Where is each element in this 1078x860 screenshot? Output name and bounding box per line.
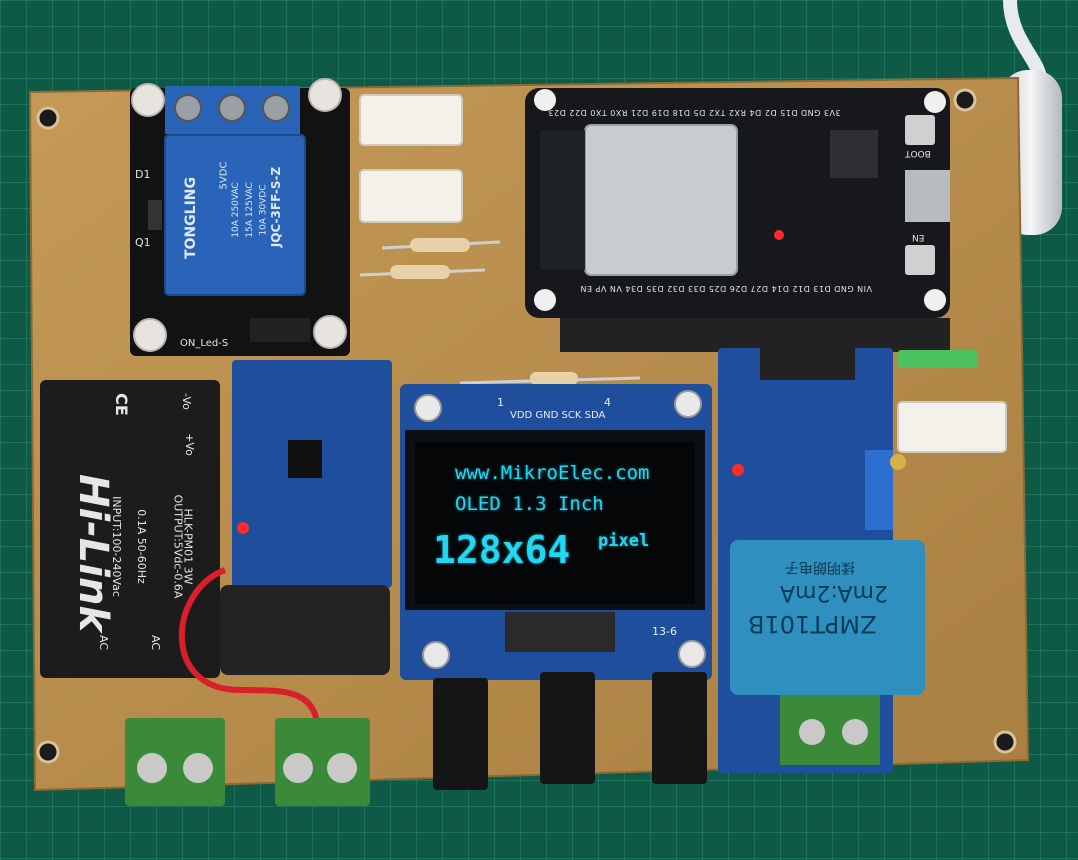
psu-vo-minus: -Vo bbox=[179, 393, 193, 410]
psu-ce-mark: CE bbox=[111, 393, 131, 416]
relay-led-label: ON_Led-S bbox=[180, 338, 229, 349]
relay-module bbox=[130, 78, 350, 356]
oled-url-text: www.MikroElec.com bbox=[455, 462, 650, 484]
voltage-sensor-module bbox=[718, 348, 925, 773]
relay-rating-1: 10A 250VAC bbox=[230, 182, 241, 238]
oled-pin-header-label: VDD GND SCK SDA bbox=[510, 410, 606, 421]
mounting-holes bbox=[36, 88, 1017, 764]
jst-connectors bbox=[359, 94, 1007, 453]
relay-q1-label: Q1 bbox=[135, 236, 151, 249]
audio-jacks bbox=[433, 672, 707, 790]
hi-link-psu bbox=[40, 380, 220, 678]
transformer-ratio: 2mA:2mA bbox=[780, 580, 888, 605]
oled-corner-code: 13-6 bbox=[652, 625, 677, 638]
green-header-pins bbox=[898, 350, 978, 368]
esp32-top-pin-labels: 3V3 GND D15 D2 D4 RX2 TX2 D5 D18 D19 D21… bbox=[548, 108, 841, 117]
psu-input-spec-2: 0.1A 50-60Hz bbox=[134, 509, 148, 584]
psu-ac-label-1: AC bbox=[97, 634, 111, 651]
current-sensor-module bbox=[178, 360, 392, 741]
esp32-board bbox=[525, 88, 950, 352]
esp32-en-label: EN bbox=[912, 232, 925, 242]
transformer-maker: 揉明朗电子 bbox=[785, 559, 855, 575]
transformer-model: ZMPT101B bbox=[748, 610, 877, 638]
relay-rating-2: 15A 125VAC bbox=[244, 182, 255, 238]
psu-input-spec: INPUT:100-240Vac bbox=[109, 496, 123, 597]
psu-model: HLK-PM01 3W bbox=[181, 508, 195, 585]
esp32-boot-label: BOOT bbox=[905, 148, 931, 158]
terminal-blocks bbox=[125, 718, 370, 806]
oled-pin4-label: 4 bbox=[604, 396, 611, 409]
relay-d1-label: D1 bbox=[135, 168, 151, 181]
oled-pin1-label: 1 bbox=[497, 396, 504, 409]
resistors bbox=[359, 238, 641, 385]
esp32-bottom-pin-labels: VIN GND D13 D12 D14 D27 D26 D25 D33 D32 … bbox=[580, 284, 872, 293]
relay-part-number: JQC-3FF-S-Z bbox=[269, 166, 284, 248]
psu-vo-plus: +Vo bbox=[182, 433, 196, 456]
oled-module bbox=[400, 384, 712, 680]
relay-rating-3: 10A 30VDC bbox=[258, 184, 269, 236]
oled-unit-text: pixel bbox=[598, 531, 650, 551]
oled-resolution-text: 128x64 bbox=[433, 528, 571, 572]
relay-brand: TONGLING bbox=[183, 177, 199, 259]
relay-voltage: 5VDC bbox=[218, 161, 230, 190]
psu-ac-label-2: AC bbox=[149, 634, 163, 651]
oled-model-text: OLED 1.3 Inch bbox=[455, 493, 604, 515]
